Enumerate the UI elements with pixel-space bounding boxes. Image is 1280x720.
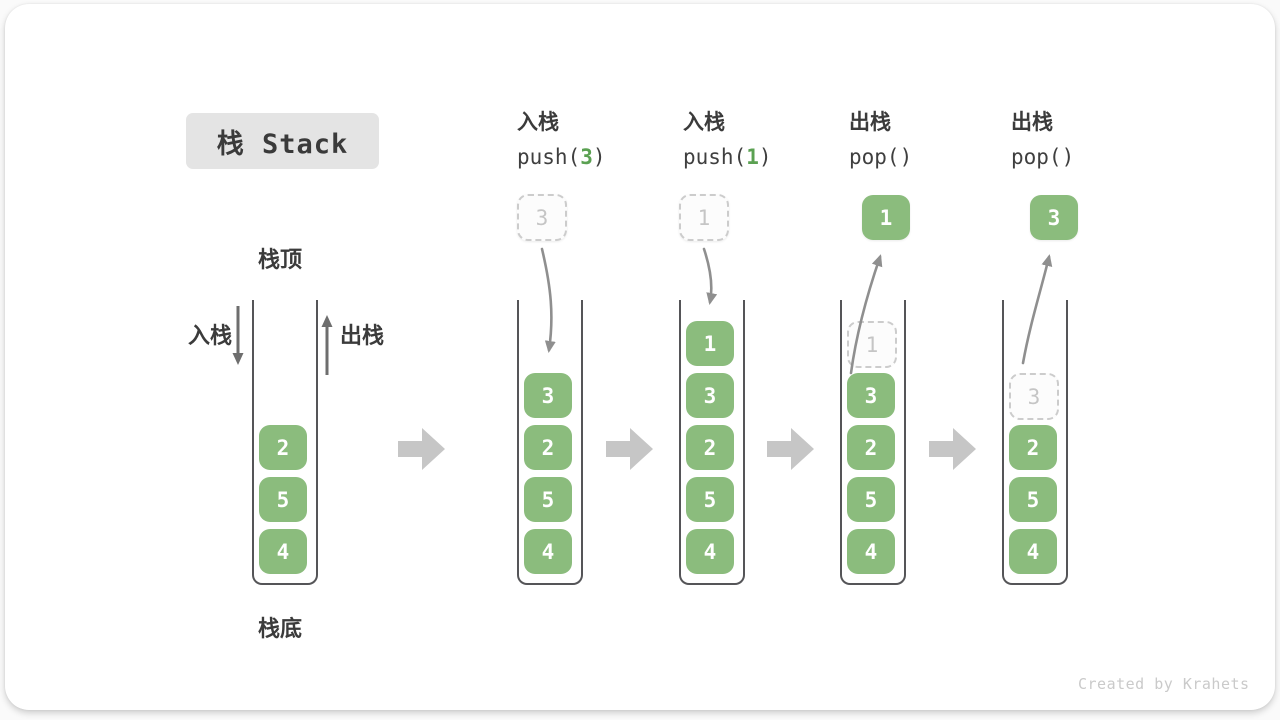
operation-header-pop-2: 出栈 pop()	[1011, 106, 1074, 169]
operation-header-push-3: 入栈 push(3)	[517, 106, 606, 169]
stack-cell: 4	[524, 529, 572, 574]
stack-cell: 5	[1009, 477, 1057, 522]
stack-cell: 4	[847, 529, 895, 574]
popped-cell-placeholder: 3	[1009, 373, 1059, 420]
stack-cell: 1	[686, 321, 734, 366]
operation-action-label: 入栈	[683, 111, 725, 134]
stack-cell: 3	[686, 373, 734, 418]
stack-cell: 4	[686, 529, 734, 574]
stack-cell: 3	[524, 373, 572, 418]
stack-cell: 2	[847, 425, 895, 470]
stack-cell: 4	[1009, 529, 1057, 574]
stack-cell: 2	[524, 425, 572, 470]
push-arrow-icon	[702, 247, 718, 305]
operation-code-label: pop()	[849, 145, 913, 169]
diagram-title-label: 栈 Stack	[216, 128, 349, 160]
popped-cell-placeholder: 1	[847, 321, 897, 368]
push-arg-value: 1	[746, 145, 759, 169]
stack-cell: 5	[847, 477, 895, 522]
stack-cell: 4	[259, 529, 307, 574]
stack-cell: 2	[686, 425, 734, 470]
step-arrow-icon	[929, 428, 976, 470]
stack-cell: 2	[259, 425, 307, 470]
stack-cell: 5	[524, 477, 572, 522]
stack-cell: 2	[1009, 425, 1057, 470]
stack-cell: 5	[259, 477, 307, 522]
push-direction-label: 入栈	[188, 323, 233, 348]
incoming-value-box: 1	[679, 194, 729, 241]
step-arrow-icon	[606, 428, 653, 470]
operation-action-label: 出栈	[849, 111, 891, 134]
popped-value-box: 1	[862, 195, 910, 240]
operation-code-label: push(3)	[517, 145, 606, 169]
operation-code-label: pop()	[1011, 145, 1075, 169]
step-arrow-icon	[767, 428, 814, 470]
incoming-value-box: 3	[517, 194, 567, 241]
push-arg-value: 3	[580, 145, 593, 169]
operation-header-pop-1: 出栈 pop()	[849, 106, 912, 169]
operation-header-push-1: 入栈 push(1)	[683, 106, 772, 169]
stack-cell: 3	[847, 373, 895, 418]
step-arrow-icon	[398, 428, 445, 470]
stack-bottom-label: 栈底	[258, 616, 303, 641]
diagram-title: 栈 Stack	[186, 113, 379, 169]
operation-action-label: 出栈	[1011, 111, 1053, 134]
operation-action-label: 入栈	[517, 111, 559, 134]
stack-cell: 5	[686, 477, 734, 522]
pop-direction-label: 出栈	[340, 323, 385, 348]
operation-code-label: push(1)	[683, 145, 772, 169]
stack-top-label: 栈顶	[258, 247, 303, 272]
watermark: Created by Krahets	[1078, 675, 1250, 693]
popped-value-box: 3	[1030, 195, 1078, 240]
